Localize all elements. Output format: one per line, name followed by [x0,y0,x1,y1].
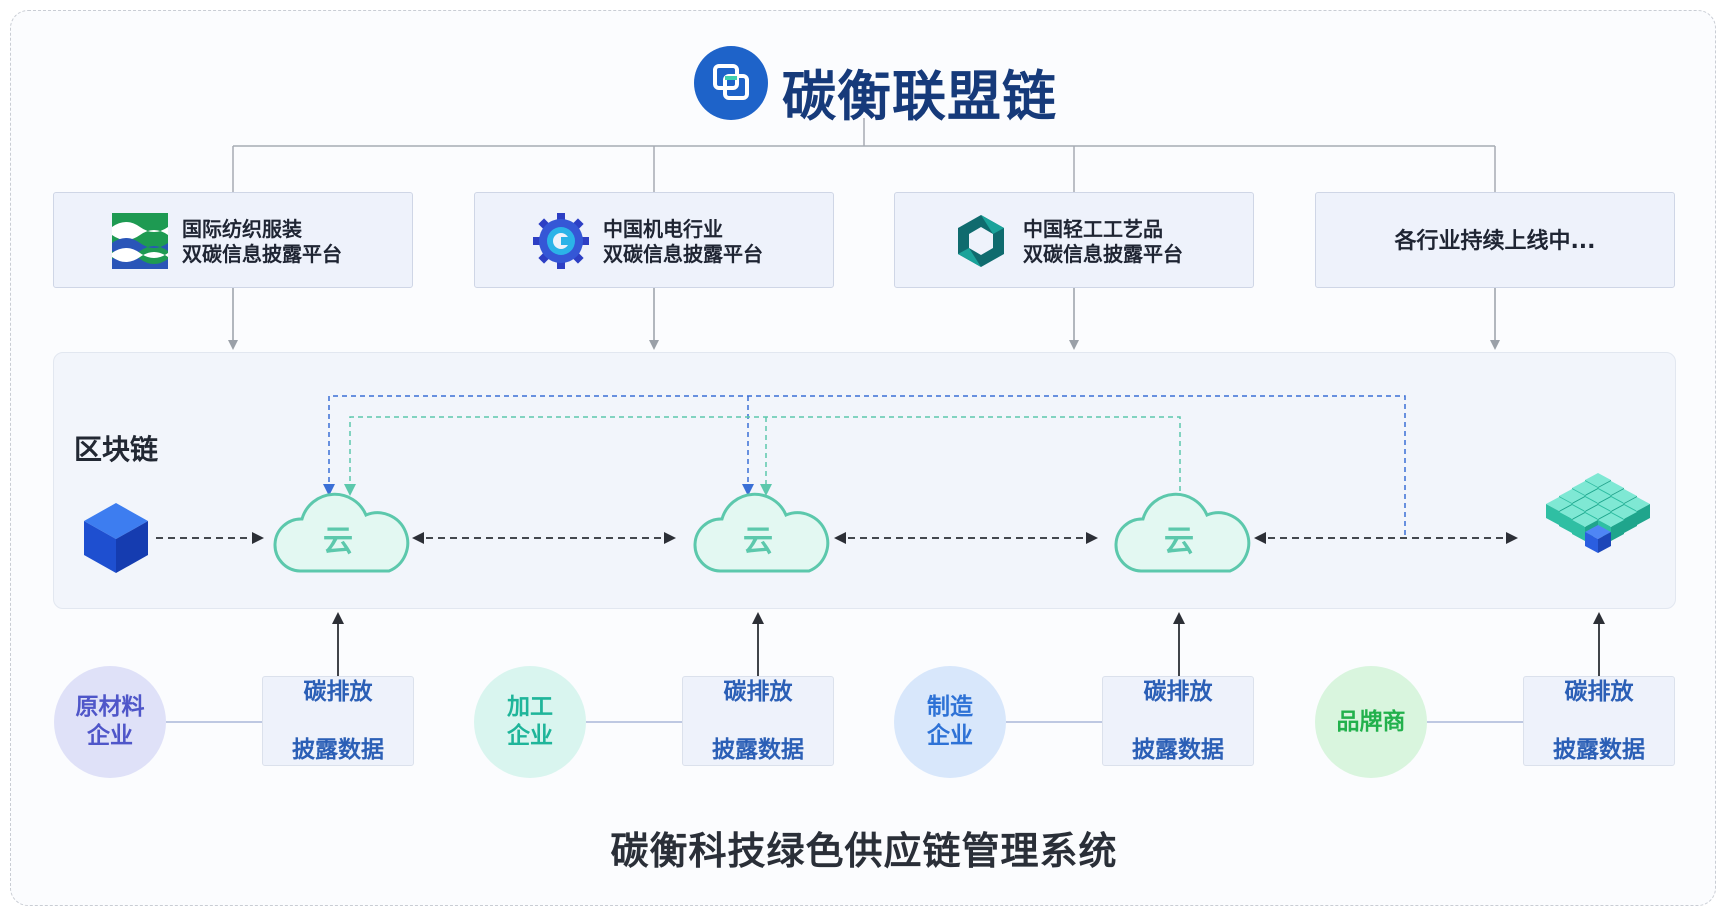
hexagon-icon [953,213,1009,269]
cloud-node-1-glyph: 云 [323,524,353,559]
platform-label-line2: 双碳信息披露平台 [603,242,763,266]
carbon-data-box: 碳排放披露数据 [262,676,414,766]
chain-link-logo-icon [694,46,768,120]
footer-title: 碳衡科技绿色供应链管理系统 [610,829,1118,873]
platform-label-line1: 中国轻工工艺品 [1023,217,1163,241]
platform-label-line1: 中国机电行业 [603,217,723,241]
enterprise-label: 品牌商 [1336,708,1406,735]
data-box-line2: 披露数据 [1132,736,1224,763]
data-box-line2: 披露数据 [712,736,804,763]
cloud-node-1-icon [273,492,410,573]
enterprise-label-line2: 企业 [927,723,973,749]
enterprise-label-line1: 制造 [927,694,973,720]
carbon-data-box: 碳排放披露数据 [1523,676,1675,766]
blockchain-label: 区块链 [74,433,159,466]
platform-label: 各行业持续上线中... [1394,229,1596,254]
data-upload-arrows [332,612,1605,676]
page-title: 碳衡联盟链 [782,65,1057,128]
enterprise-label-line2: 企业 [507,723,553,749]
header: 碳衡联盟链 [0,44,1728,128]
cloud-node-2-glyph: 云 [743,524,773,559]
data-box-line1: 碳排放 [1564,678,1634,705]
ledger-block [1572,513,1598,541]
ledger-blocks-icon [1546,473,1650,553]
platform-card-light-industry: 中国轻工工艺品 双碳信息披露平台 [894,192,1254,288]
platform-label-line2: 双碳信息披露平台 [1023,242,1183,266]
enterprise-label-line1: 原材料 [75,694,145,720]
ledger-block-highlight [1585,525,1611,553]
platform-label: 中国轻工工艺品 双碳信息披露平台 [1023,217,1183,267]
carbon-data-box: 碳排放披露数据 [682,676,834,766]
enterprise-processing: 加工 企业 [474,666,586,778]
carbon-data-box: 碳排放披露数据 [1102,676,1254,766]
data-box-line1: 碳排放 [303,678,373,705]
textile-wave-icon [112,213,168,269]
data-box-line1: 碳排放 [723,678,793,705]
platform-label-line2: 双碳信息披露平台 [182,242,342,266]
cloud-node-3-icon [1114,492,1251,573]
enterprise-label-line2: 企业 [87,723,133,749]
data-box-line1: 碳排放 [1143,678,1213,705]
platform-label: 中国机电行业 双碳信息披露平台 [603,217,763,267]
enterprise-raw-material: 原材料 企业 [54,666,166,778]
cloud-node-3-glyph: 云 [1164,524,1194,559]
platform-arrows [228,288,1500,350]
gear-c-icon [533,213,589,269]
platform-card-textile: 国际纺织服装 双碳信息披露平台 [53,192,413,288]
platform-label: 国际纺织服装 双碳信息披露平台 [182,217,342,267]
platform-card-electromechanical: 中国机电行业 双碳信息披露平台 [474,192,834,288]
teal-sync-lines [344,416,1181,500]
enterprise-manufacturing: 制造 企业 [894,666,1006,778]
enterprise-brand: 品牌商 [1315,666,1427,778]
data-box-line2: 披露数据 [1553,736,1645,763]
source-block-icon [84,503,148,573]
data-box-line2: 披露数据 [292,736,384,763]
blue-sync-lines [323,395,1406,535]
platform-label-line1: 国际纺织服装 [182,217,302,241]
enterprise-label-line1: 加工 [507,694,553,720]
title-tree-lines [232,118,1496,192]
platform-card-coming-soon: 各行业持续上线中... [1315,192,1675,288]
cloud-node-2-icon [693,492,830,573]
